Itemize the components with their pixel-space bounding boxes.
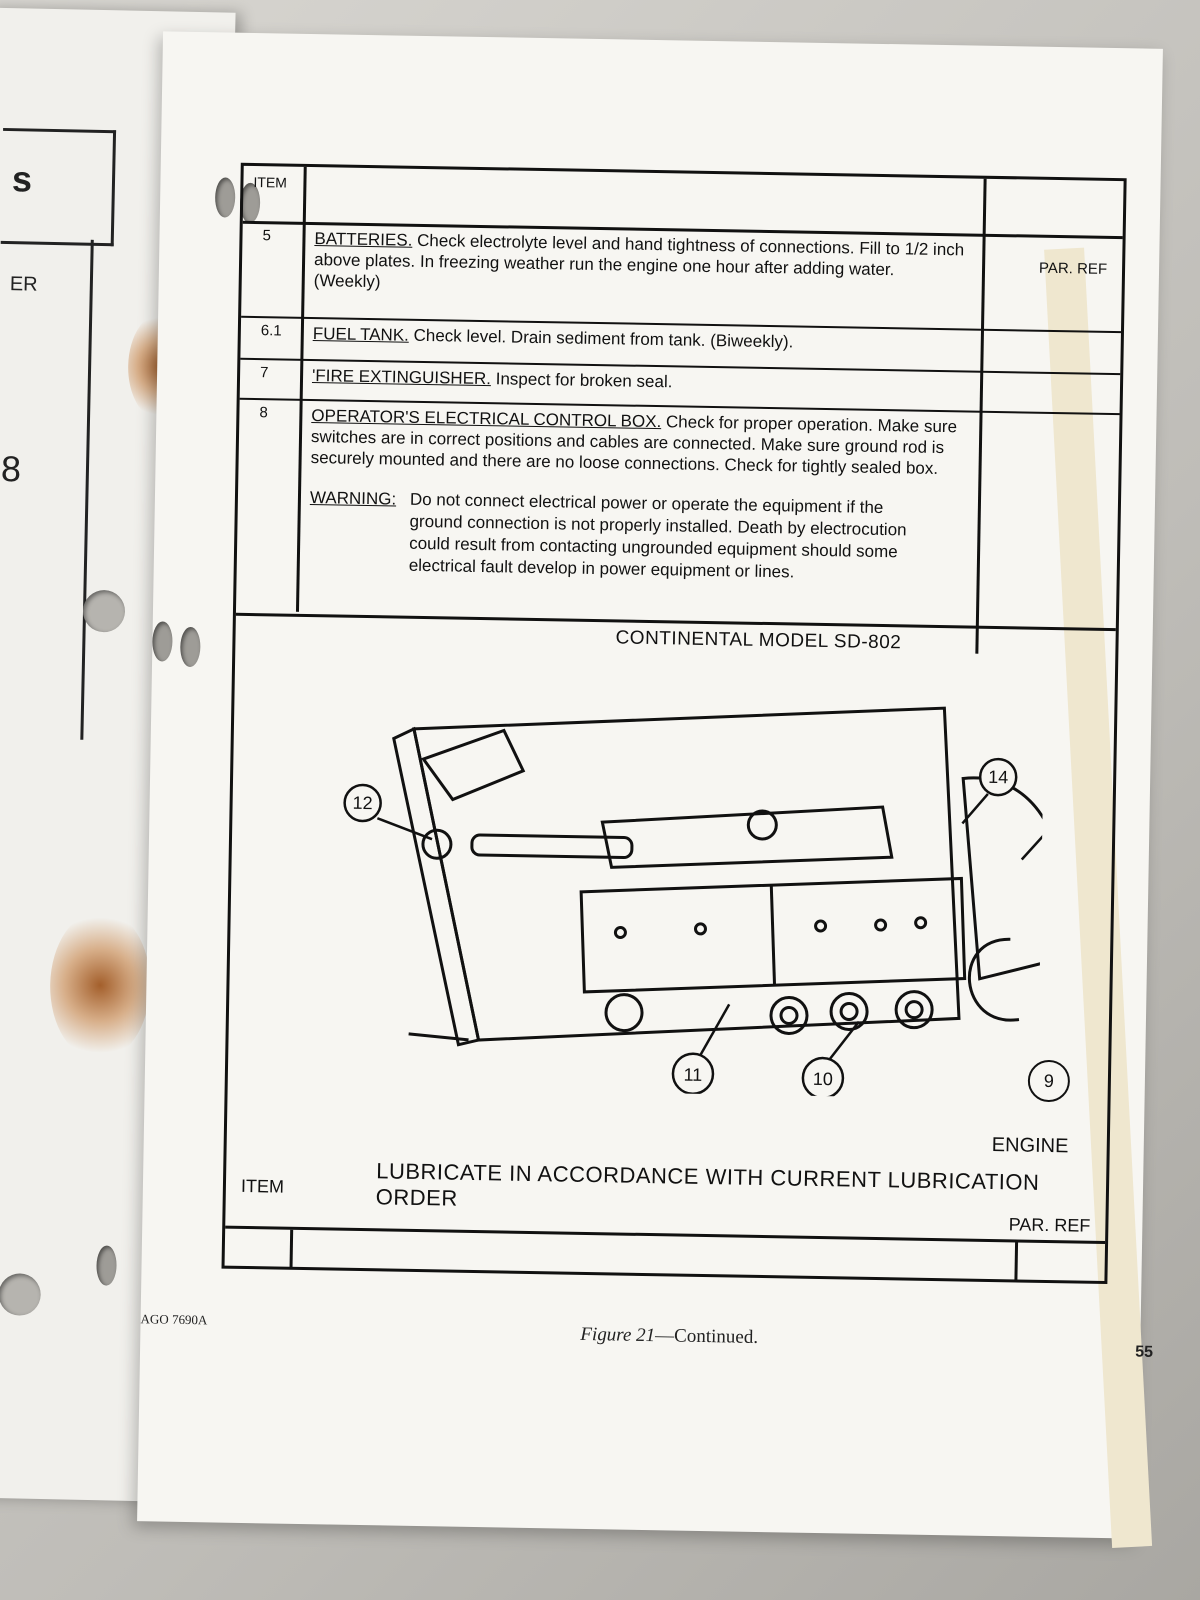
ring-gear (967, 937, 1020, 1022)
row-number: 8 (259, 404, 268, 422)
intake-pipe (470, 833, 634, 860)
page-number: 55 (1135, 1343, 1154, 1361)
table-row: 5 BATTERIES. Check electrolyte level and… (241, 220, 1123, 334)
block-bolt (693, 922, 707, 936)
leader-12 (376, 817, 433, 841)
binder-hole (214, 177, 236, 218)
binder-hole (152, 621, 173, 662)
binder-hole (82, 589, 126, 633)
left-page-fragment-er: ER (9, 273, 38, 296)
block-divider (769, 885, 777, 986)
table-row: 8 OPERATOR'S ELECTRICAL CONTROL BOX. Che… (235, 397, 1120, 632)
bottom-par-ref-label: PAR. REF (1008, 1214, 1091, 1236)
manual-page: ITEM PAR. REF 5 BATTERIES. Check electro… (96, 31, 1163, 1548)
row-text: 'FIRE EXTINGUISHER. Inspect for broken s… (312, 365, 962, 397)
left-page-fragment-s: s (11, 158, 33, 200)
burn-mark (48, 909, 152, 1062)
row-text: BATTERIES. Check electrolyte level and h… (314, 228, 965, 302)
fan-hub (421, 828, 453, 860)
figure-suffix: —Continued. (654, 1325, 759, 1348)
header-item: ITEM (253, 173, 288, 191)
pulley-hub (904, 1000, 924, 1020)
flywheel-housing (961, 776, 1045, 981)
pulley-hub (839, 1002, 859, 1022)
figure-caption: Figure 21—Continued. (580, 1324, 758, 1349)
row-title: BATTERIES. (314, 229, 413, 250)
callout-11-circle (671, 1052, 715, 1096)
figure-model-title: CONTINENTAL MODEL SD-802 (615, 627, 902, 654)
lubricate-instruction: LUBRICATE IN ACCORDANCE WITH CURRENT LUB… (375, 1158, 1040, 1211)
warning-text: Do not connect electrical power or opera… (408, 489, 907, 582)
block-bolt (914, 916, 928, 930)
bottom-item-label: ITEM (240, 1175, 285, 1197)
pulley (829, 992, 869, 1032)
bottom-table-band (224, 1225, 1106, 1283)
cylinder-block (579, 876, 967, 994)
radiator-housing (392, 726, 481, 1047)
callout-12: 12 (352, 793, 372, 813)
binder-hole (179, 626, 201, 668)
manifold-cap (746, 809, 778, 841)
callout-12-circle (343, 783, 382, 823)
binder-hole (0, 1273, 42, 1316)
bottom-column-divider (1014, 1242, 1019, 1281)
left-page-fragment-8: 8 (0, 447, 22, 490)
row-body: Inspect for broken seal. (490, 369, 673, 392)
row-title: FUEL TANK. (312, 324, 410, 345)
leader-13 (1020, 819, 1045, 861)
leader-10 (827, 1020, 860, 1062)
row-title: 'FIRE EXTINGUISHER. (311, 366, 492, 389)
leader-14 (961, 793, 989, 825)
callout-14-circle (978, 757, 1018, 797)
row-text: FUEL TANK. Check level. Drain sediment f… (313, 323, 963, 355)
row-text: OPERATOR'S ELECTRICAL CONTROL BOX. Check… (310, 405, 961, 479)
row-body: Check level. Drain sediment from tank. (… (408, 325, 794, 352)
footer-ago-number: AGO 7690A (140, 1311, 208, 1328)
row-number: 7 (259, 364, 269, 382)
block-bolt (613, 926, 627, 940)
block-bolt (874, 918, 888, 932)
warning-block: WARNING: Do not connect electrical power… (310, 487, 950, 581)
manifold (600, 805, 894, 869)
callout-10: 10 (813, 1069, 833, 1089)
callout-9: 9 (1027, 1059, 1071, 1103)
warning-label: WARNING: (309, 488, 397, 509)
pulley (769, 995, 809, 1035)
pulley-hub (779, 1005, 799, 1025)
bottom-column-divider (289, 1229, 294, 1268)
block-bolt (814, 919, 828, 933)
radiator-arm (421, 728, 526, 802)
engine-illustration: 12 14 13 11 10 (343, 706, 1045, 1100)
skid-rail (408, 1032, 469, 1042)
maintenance-table: ITEM PAR. REF 5 BATTERIES. Check electro… (221, 162, 1127, 1285)
callout-11: 11 (683, 1065, 702, 1085)
row-number: 5 (262, 227, 272, 245)
figure-label: Figure 21 (580, 1323, 656, 1347)
oil-filter (604, 993, 644, 1033)
engine-frame (412, 706, 961, 1042)
leader-11 (697, 1003, 731, 1060)
callout-14: 14 (988, 767, 1008, 787)
row-number: 6.1 (260, 322, 282, 340)
engine-label: ENGINE (991, 1134, 1069, 1158)
pulley (894, 990, 934, 1030)
